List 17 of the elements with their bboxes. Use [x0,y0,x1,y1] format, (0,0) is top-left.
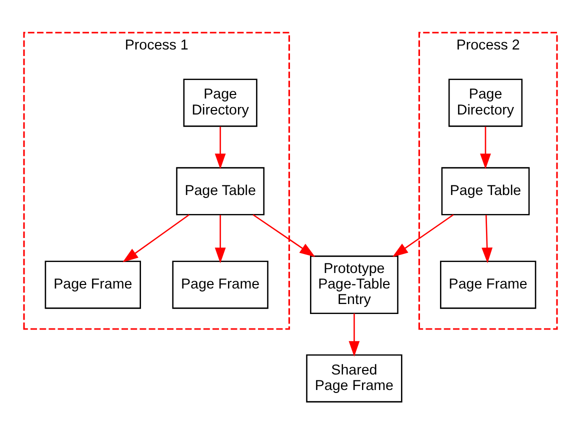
node-box: Page Frame [172,260,268,309]
node-box: Page Frame [440,260,536,309]
node-box: Shared Page Frame [306,354,402,402]
arrow [214,126,226,170]
node-box: Prototype Page-Table Entry [310,256,398,314]
arrow [480,126,491,170]
arrow [214,215,226,264]
node-box: Page Table [441,167,530,216]
arrow [252,214,316,258]
node-box: Page Directory [448,78,523,127]
arrow [122,214,190,262]
node-box: Page Table [176,167,264,216]
arrow [482,214,493,264]
node-box: Page Directory [183,78,258,127]
arrow [392,214,454,258]
arrow [348,313,360,357]
node-box: Page Frame [44,260,141,309]
